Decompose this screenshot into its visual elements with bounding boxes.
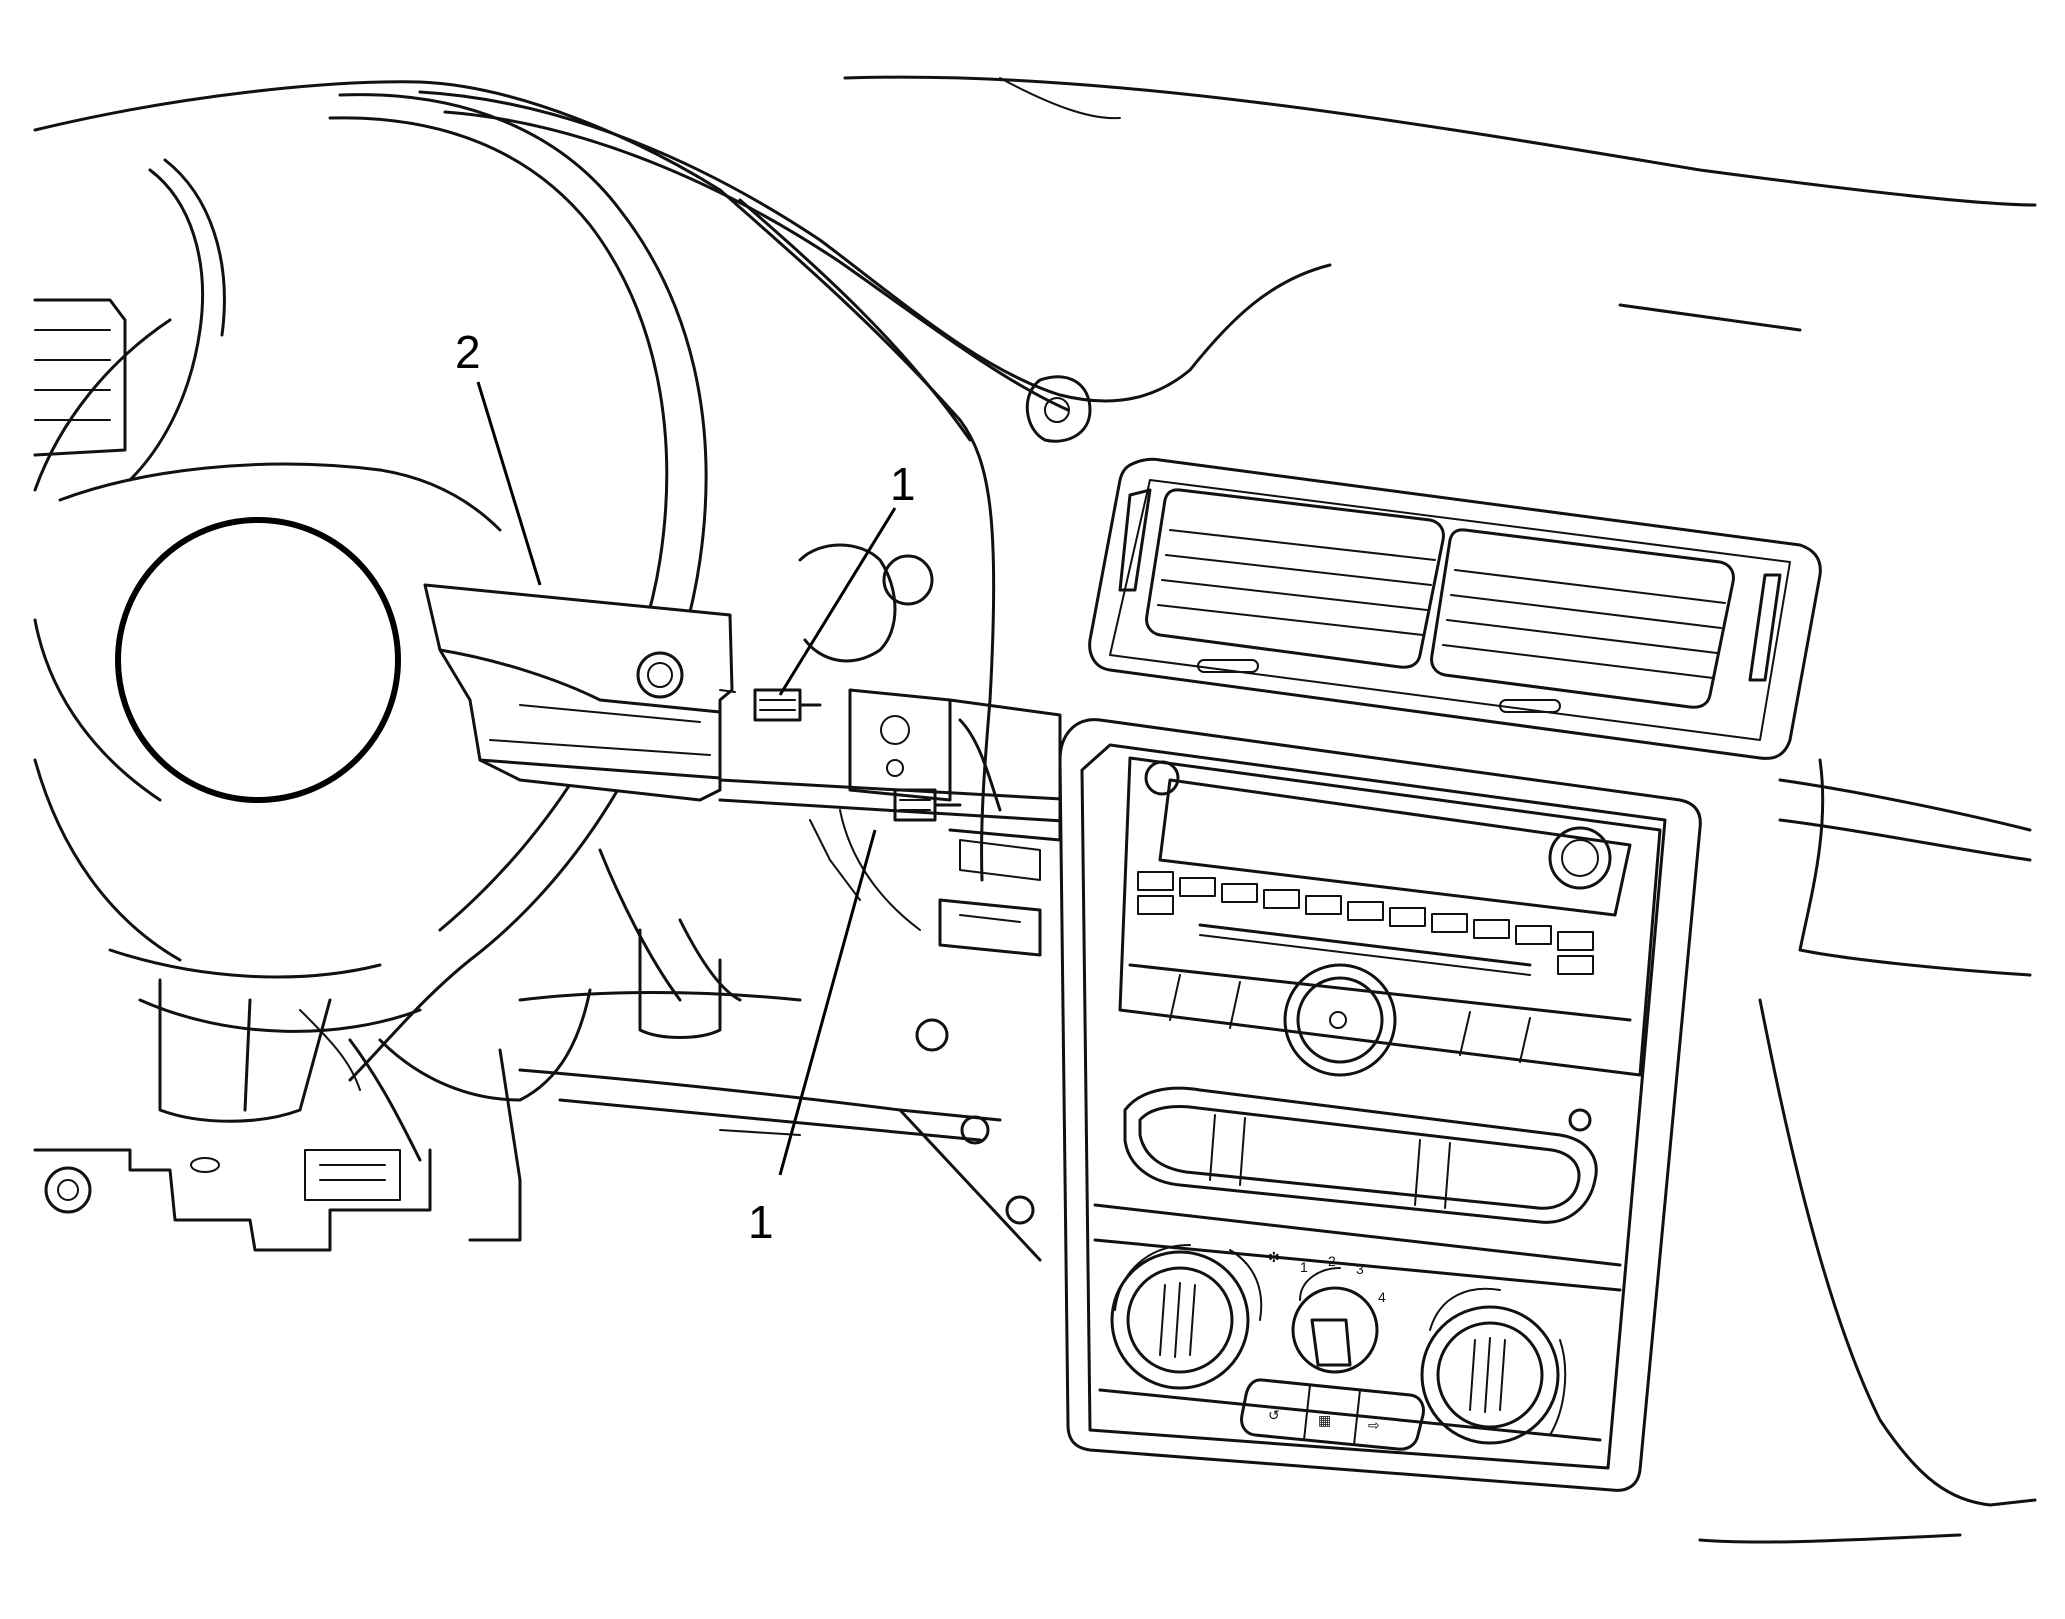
radio-button xyxy=(1305,895,1342,915)
callout-1-lower: 1 xyxy=(748,1196,774,1248)
radio-button xyxy=(1137,895,1174,915)
center-vent-left xyxy=(1145,488,1445,669)
radio-unit xyxy=(1118,756,1662,1132)
fastener-icon xyxy=(960,1115,990,1145)
fan-off-icon: ✻ xyxy=(1268,1249,1280,1265)
radio-display xyxy=(1158,778,1632,917)
radio-button xyxy=(1431,913,1468,933)
dash-right-contour xyxy=(1698,758,2037,1544)
power-icon xyxy=(1329,1011,1347,1029)
radio-button xyxy=(1179,877,1216,897)
storage-bin xyxy=(1123,1086,1598,1224)
radio-tune-knob xyxy=(1548,826,1612,890)
hvac-control-panel: ✻ 1 2 3 4 ↺ ▦ ⇨ xyxy=(1093,1203,1622,1451)
knob-icon xyxy=(882,554,934,606)
recirculation-icon: ↺ xyxy=(1268,1407,1280,1423)
lower-dash-panel xyxy=(518,848,1042,1262)
dash-structure xyxy=(718,375,1092,957)
bolt-icon xyxy=(44,1166,92,1214)
radio-preset-row xyxy=(1137,871,1594,975)
radio-button xyxy=(1137,871,1174,891)
radio-button xyxy=(1221,883,1258,903)
radio-button xyxy=(1557,931,1594,951)
temperature-knob xyxy=(1110,1244,1263,1390)
fan-scale-label: 3 xyxy=(1356,1261,1364,1277)
callout-2: 2 xyxy=(455,326,481,378)
airbag-cover xyxy=(115,517,401,803)
callout-2-leader xyxy=(476,381,542,586)
defrost-sensor-icon xyxy=(1025,375,1092,443)
steering-wheel xyxy=(33,93,708,1162)
fastener-icon xyxy=(1005,1195,1035,1225)
windshield-outline xyxy=(33,75,2037,412)
callout-leaders xyxy=(476,381,897,1176)
hvac-button-row: ↺ ▦ ⇨ xyxy=(1240,1378,1425,1451)
radio-button xyxy=(1389,907,1426,927)
fan-speed-knob: ✻ 1 2 3 4 xyxy=(1268,1249,1386,1374)
radio-button xyxy=(1347,901,1384,921)
trim-fastener-icon xyxy=(636,651,684,699)
aux-jack-icon xyxy=(1568,1108,1592,1132)
center-stack xyxy=(1058,718,1702,1492)
fan-scale-label: 1 xyxy=(1300,1259,1308,1275)
radio-volume-knob xyxy=(1283,963,1397,1077)
callout-1-upper: 1 xyxy=(890,458,916,510)
retainer-clip-upper xyxy=(753,688,822,722)
callout-1-lower-leader xyxy=(778,829,877,1176)
radio-button xyxy=(1515,925,1552,945)
radio-eject-icon xyxy=(1144,760,1180,796)
steering-column xyxy=(33,1048,522,1252)
rear-defrost-icon: ▦ xyxy=(1318,1412,1331,1428)
center-vent-bezel xyxy=(1088,457,1822,760)
fastener-icon xyxy=(915,1018,949,1052)
knee-bolster-trim xyxy=(423,583,736,802)
radio-button xyxy=(1473,919,1510,939)
center-vent-right xyxy=(1430,528,1735,709)
callout-1-upper-leader xyxy=(778,507,897,696)
instrument-cluster xyxy=(33,158,226,482)
mode-knob xyxy=(1420,1287,1567,1445)
radio-button xyxy=(1557,955,1594,975)
fan-scale-label: 2 xyxy=(1328,1253,1336,1269)
fresh-air-icon: ⇨ xyxy=(1368,1417,1380,1433)
dash-edge-left xyxy=(718,188,996,882)
fan-scale-label: 4 xyxy=(1378,1289,1386,1305)
radio-button xyxy=(1263,889,1300,909)
